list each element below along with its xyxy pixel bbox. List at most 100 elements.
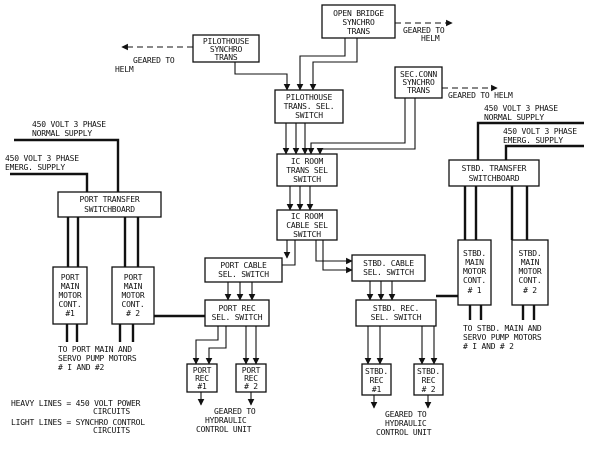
- legend-light-line-1: LIGHT LINES = SYNCHRO CONTROL: [11, 418, 145, 427]
- port-hydraulic-line-2: HYDRAULIC: [205, 416, 247, 425]
- port-pump-motors-line-2: SERVO PUMP MOTORS: [58, 354, 137, 363]
- port-motor-2-line-4: CONT.: [121, 300, 144, 309]
- box-port-rec-sel: [204, 299, 270, 327]
- port-motor-2-line-5: # 2: [126, 309, 140, 318]
- box-text: OPEN BRIDGE SYNCHRO TRANS PILOTHOUSE SYN…: [58, 9, 542, 394]
- stbd-motor-2-line-5: # 2: [523, 286, 537, 295]
- icroom-cable-line-1: IC ROOM: [291, 212, 324, 221]
- icroom-cable-line-2: CABLE SEL: [286, 221, 328, 230]
- legend: HEAVY LINES = 450 VOLT POWER CIRCUITS LI…: [11, 399, 145, 435]
- stbd-hydraulic-line-1: GEARED TO: [385, 410, 427, 419]
- port-emerg-supply-line-2: EMERG. SUPPLY: [5, 163, 65, 172]
- stbd-motor-1-line-5: # 1: [468, 286, 482, 295]
- port-motor-1-line-3: MOTOR: [58, 291, 81, 300]
- box-stbd-transfer: [448, 159, 540, 187]
- stbd-motor-2-line-4: CONT.: [518, 276, 541, 285]
- pilothouse-sel-line-1: PILOTHOUSE: [286, 93, 333, 102]
- port-motor-2-line-1: PORT: [124, 273, 143, 282]
- port-rec-2-line-3: # 2: [244, 382, 258, 391]
- port-cable-line-2: SEL. SWITCH: [218, 270, 269, 279]
- stbd-rec-1-line-2: REC: [370, 376, 384, 385]
- stbd-pump-motors-line-3: # I AND # 2: [463, 342, 514, 351]
- stbd-rec-sel-line-1: STBD. REC.: [373, 304, 419, 313]
- box-icroom-trans: [276, 153, 338, 187]
- port-rec-2-line-2: REC: [244, 374, 258, 383]
- port-rec-2-line-1: PORT: [242, 366, 261, 375]
- stbd-motor-1-line-2: MAIN: [465, 258, 484, 267]
- icroom-trans-line-3: SWITCH: [293, 175, 321, 184]
- open-bridge-line-3: TRANS: [347, 27, 370, 36]
- stbd-motor-1-line-1: STBD.: [463, 249, 486, 258]
- port-emerg-supply-line-1: 450 VOLT 3 PHASE: [5, 154, 79, 163]
- icroom-trans-line-2: TRANS SEL: [286, 166, 328, 175]
- geared-helm-top-line-1: GEARED TO: [403, 26, 445, 35]
- stbd-normal-supply-line-2: NORMAL SUPPLY: [484, 113, 544, 122]
- box-port-motor-2: [111, 266, 155, 325]
- geared-helm-top-line-2: HELM: [421, 34, 440, 43]
- stbd-transfer-line-1: STBD. TRANSFER: [462, 164, 527, 173]
- icroom-trans-line-1: IC ROOM: [291, 157, 324, 166]
- port-motor-2-line-3: MOTOR: [121, 291, 144, 300]
- port-rec-1-line-3: #1: [197, 382, 207, 391]
- pilothouse-synchro-line-1: PILOTHOUSE: [203, 37, 250, 46]
- secconn-line-3: TRANS: [407, 86, 430, 95]
- box-port-cable: [204, 257, 283, 283]
- port-normal-supply-line-1: 450 VOLT 3 PHASE: [32, 120, 106, 129]
- port-motor-1-line-1: PORT: [61, 273, 80, 282]
- box-stbd-motor-2: [511, 239, 549, 306]
- box-stbd-motor-1: [457, 239, 492, 306]
- port-pump-motors-line-1: TO PORT MAIN AND: [58, 345, 132, 354]
- box-port-motor-1: [52, 266, 88, 325]
- pilothouse-sel-line-3: SWITCH: [295, 111, 323, 120]
- port-pump-motors-line-3: # I AND #2: [58, 363, 105, 372]
- stbd-transfer-line-2: SWITCHBOARD: [469, 174, 520, 183]
- pilothouse-synchro-line-3: TRANS: [214, 53, 237, 62]
- geared-helm-left-line-1: GEARED TO: [133, 56, 175, 65]
- free-labels: GEARED TO HELM GEARED TO HELM GEARED TO …: [5, 26, 577, 437]
- port-hydraulic-line-1: GEARED TO: [214, 407, 256, 416]
- box-port-rec-1: [186, 363, 218, 393]
- port-motor-1-line-4: CONT.: [58, 300, 81, 309]
- secconn-line-2: SYNCHRO: [402, 78, 435, 87]
- stbd-motor-1-line-4: CONT.: [463, 276, 486, 285]
- stbd-rec-1-line-1: STBD.: [365, 367, 388, 376]
- stbd-emerg-supply-line-2: EMERG. SUPPLY: [503, 136, 563, 145]
- stbd-motor-2-line-2: MAIN: [521, 258, 540, 267]
- legend-heavy-line-1: HEAVY LINES = 450 VOLT POWER: [11, 399, 141, 408]
- stbd-motor-2-line-1: STBD.: [518, 249, 541, 258]
- port-normal-supply-line-2: NORMAL SUPPLY: [32, 129, 92, 138]
- box-port-rec-2: [235, 363, 267, 393]
- synchro-lines: [121, 19, 498, 409]
- port-transfer-line-1: PORT TRANSFER: [79, 195, 139, 204]
- stbd-rec-2-line-2: REC: [422, 376, 436, 385]
- stbd-hydraulic-line-2: HYDRAULIC: [385, 419, 427, 428]
- stbd-rec-2-line-1: STBD.: [417, 367, 440, 376]
- box-pilothouse-sel: [274, 89, 344, 124]
- stbd-cable-line-2: SEL. SWITCH: [363, 268, 414, 277]
- stbd-pump-motors-line-1: TO STBD. MAIN AND: [463, 324, 542, 333]
- port-rec-1-line-1: PORT: [193, 366, 212, 375]
- port-transfer-line-2: SWITCHBOARD: [84, 205, 135, 214]
- pilothouse-synchro-line-2: SYNCHRO: [210, 45, 243, 54]
- stbd-rec-1-line-3: #1: [372, 385, 382, 394]
- stbd-cable-line-1: STBD. CABLE: [363, 259, 414, 268]
- port-motor-2-line-2: MAIN: [124, 282, 143, 291]
- icroom-cable-line-3: SWITCH: [293, 230, 321, 239]
- box-secconn: [394, 66, 443, 99]
- legend-heavy-line-2: CIRCUITS: [93, 407, 130, 416]
- stbd-rec-sel-line-2: SEL. SWITCH: [371, 313, 422, 322]
- secconn-line-1: SEC.CONN: [400, 70, 437, 79]
- geared-helm-left-line-2: HELM: [115, 65, 134, 74]
- box-stbd-rec-sel: [355, 299, 437, 327]
- open-bridge-line-2: SYNCHRO: [342, 18, 375, 27]
- port-cable-line-1: PORT CABLE: [220, 261, 267, 270]
- box-open-bridge: [321, 4, 396, 39]
- stbd-motor-1-line-3: MOTOR: [463, 267, 486, 276]
- box-pilothouse-synchro: [192, 34, 260, 63]
- port-motor-1-line-2: MAIN: [61, 282, 80, 291]
- box-stbd-cable: [351, 254, 426, 282]
- stbd-rec-2-line-3: # 2: [422, 385, 436, 394]
- box-stbd-rec-2: [413, 363, 444, 396]
- port-rec-1-line-2: REC: [195, 374, 209, 383]
